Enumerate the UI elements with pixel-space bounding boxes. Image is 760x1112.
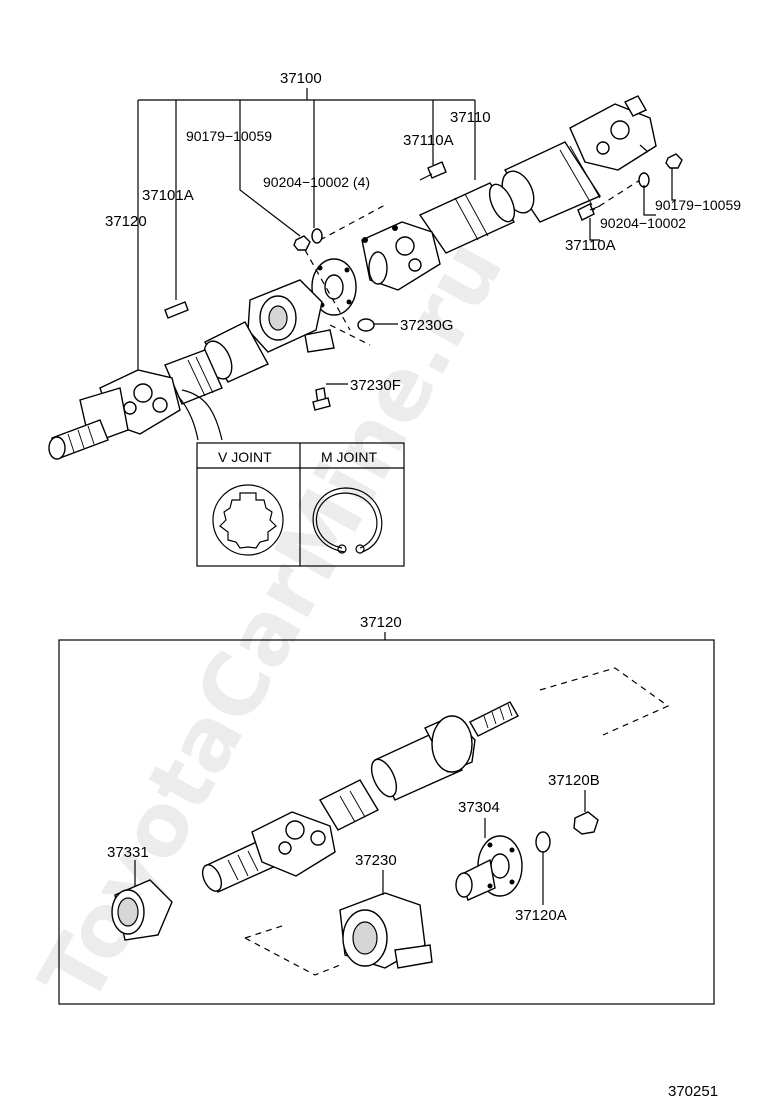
label-37331: 37331 bbox=[107, 844, 149, 861]
label-90204-10002-4: 90204−10002 (4) bbox=[263, 174, 370, 190]
label-37110: 37110 bbox=[450, 109, 491, 126]
washer-90204-10002-left bbox=[311, 228, 323, 244]
washer-90204-10002-right bbox=[638, 172, 650, 188]
label-37100: 37100 bbox=[280, 70, 322, 87]
label-37230G: 37230G bbox=[400, 317, 453, 334]
bolt-37110A-top bbox=[419, 161, 447, 181]
label-37120B: 37120B bbox=[548, 772, 600, 789]
figure-number: 370251 bbox=[668, 1083, 718, 1100]
plate-37101A bbox=[164, 301, 189, 319]
label-37230F: 37230F bbox=[350, 377, 401, 394]
front-propeller-shaft-tube bbox=[164, 321, 269, 405]
label-90204-10002-right: 90204−10002 bbox=[600, 215, 686, 231]
nut-90179-10059-left bbox=[293, 235, 311, 251]
label-37230: 37230 bbox=[355, 852, 397, 869]
label-37120-left: 37120 bbox=[105, 213, 147, 230]
rear-universal-joint bbox=[569, 95, 657, 171]
label-37120-box: 37120 bbox=[360, 614, 402, 631]
37120-subassembly-box bbox=[58, 639, 715, 1005]
label-37101A: 37101A bbox=[142, 187, 194, 204]
bolt-37230F bbox=[312, 387, 331, 411]
v-joint-heading: V JOINT bbox=[218, 449, 272, 465]
label-37304: 37304 bbox=[458, 799, 500, 816]
label-90179-10059-left: 90179−10059 bbox=[186, 128, 272, 144]
bolt-37110A-right bbox=[577, 203, 601, 221]
m-joint-heading: M JOINT bbox=[321, 449, 377, 465]
callout-bracket-37100 bbox=[137, 88, 476, 370]
sleeve-yoke bbox=[48, 387, 129, 460]
flange-37304 bbox=[455, 835, 523, 901]
center-bearing-support bbox=[247, 279, 335, 353]
nut-37120B bbox=[573, 811, 599, 835]
front-shaft-assembly bbox=[201, 701, 519, 893]
label-90179-10059-right: 90179−10059 bbox=[655, 197, 741, 213]
center-support-bearing-37230 bbox=[339, 892, 433, 969]
m-joint-snap-ring-figure bbox=[312, 487, 383, 554]
center-universal-joint-flange bbox=[361, 221, 441, 291]
nut-90179-10059-right bbox=[665, 153, 683, 169]
label-37110A-top: 37110A bbox=[403, 132, 454, 149]
washer-37120A bbox=[535, 831, 551, 853]
label-37110A-right: 37110A bbox=[565, 237, 616, 254]
v-joint-spline-figure bbox=[212, 484, 284, 556]
intermediate-propeller-shaft-tube bbox=[418, 182, 516, 254]
label-37120A: 37120A bbox=[515, 907, 567, 924]
joint-type-detail-box: V JOINT M JOINT bbox=[196, 442, 405, 567]
washer-37230G bbox=[357, 318, 375, 332]
dust-seal-37331 bbox=[111, 879, 173, 941]
